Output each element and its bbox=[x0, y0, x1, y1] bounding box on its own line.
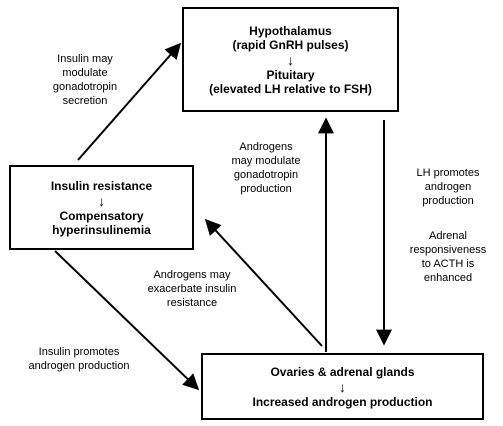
label-line: resistance bbox=[166, 297, 218, 309]
label-line: androgen bbox=[424, 181, 472, 193]
label-line: production bbox=[422, 195, 474, 207]
label-line: enhanced bbox=[423, 272, 473, 284]
label-line: Androgens may bbox=[153, 269, 231, 281]
arrow-insulin-to-ovaries bbox=[54, 250, 200, 391]
label-line: gonadotropin bbox=[233, 169, 299, 181]
pituitary-title: Pituitary bbox=[266, 67, 315, 82]
label-line: responsiveness bbox=[409, 244, 487, 256]
label-line: to ACTH is bbox=[421, 258, 475, 270]
label-line: secretion bbox=[62, 95, 108, 107]
label-insulin-promotes-androgen: Insulin promotes androgen production bbox=[14, 345, 144, 373]
hyperinsulinemia-line2: hyperinsulinemia bbox=[52, 222, 151, 237]
label-line: Insulin may bbox=[57, 53, 113, 65]
label-lh-promotes-androgen: LH promotes androgen production bbox=[393, 166, 503, 208]
label-line: may modulate bbox=[231, 155, 301, 167]
down-arrow-icon: ↓ bbox=[98, 192, 105, 209]
label-androgens-modulate-gonadotropin: Androgens may modulate gonadotropin prod… bbox=[216, 140, 316, 196]
ovaries-title: Ovaries & adrenal glands bbox=[270, 364, 415, 379]
label-line: LH promotes bbox=[416, 167, 480, 179]
down-arrow-icon: ↓ bbox=[287, 51, 294, 68]
hypothalamus-pituitary-box: Hypothalamus (rapid GnRH pulses) ↓ Pitui… bbox=[182, 7, 399, 112]
label-line: androgen production bbox=[28, 360, 130, 372]
ovaries-adrenal-box: Ovaries & adrenal glands ↓ Increased and… bbox=[201, 353, 484, 420]
hypothalamus-title: Hypothalamus bbox=[249, 23, 332, 38]
arrow-ovaries-to-insulin bbox=[204, 218, 323, 347]
label-line: Androgens bbox=[239, 141, 293, 153]
label-androgens-exacerbate-insulin-resistance: Androgens may exacerbate insulin resista… bbox=[132, 268, 252, 310]
pituitary-subtitle: (elevated LH relative to FSH) bbox=[209, 81, 372, 96]
label-line: Insulin promotes bbox=[38, 346, 120, 358]
insulin-resistance-title: Insulin resistance bbox=[50, 178, 153, 193]
down-arrow-icon: ↓ bbox=[339, 378, 346, 395]
arrow-insulin-to-hypothalamus bbox=[77, 42, 182, 161]
androgen-production-title: Increased androgen production bbox=[252, 394, 433, 409]
label-adrenal-responsiveness: Adrenal responsiveness to ACTH is enhanc… bbox=[393, 229, 503, 285]
label-line: Adrenal bbox=[429, 230, 467, 242]
label-line: production bbox=[240, 183, 292, 195]
label-line: modulate bbox=[62, 67, 108, 79]
hypothalamus-subtitle: (rapid GnRH pulses) bbox=[232, 37, 349, 52]
hyperinsulinemia-line1: Compensatory bbox=[59, 208, 144, 223]
label-line: exacerbate insulin bbox=[147, 283, 237, 295]
label-line: gonadotropin bbox=[52, 81, 118, 93]
insulin-resistance-box: Insulin resistance ↓ Compensatory hyperi… bbox=[9, 165, 194, 250]
label-insulin-modulates-gonadotropin: Insulin may modulate gonadotropin secret… bbox=[30, 52, 140, 108]
